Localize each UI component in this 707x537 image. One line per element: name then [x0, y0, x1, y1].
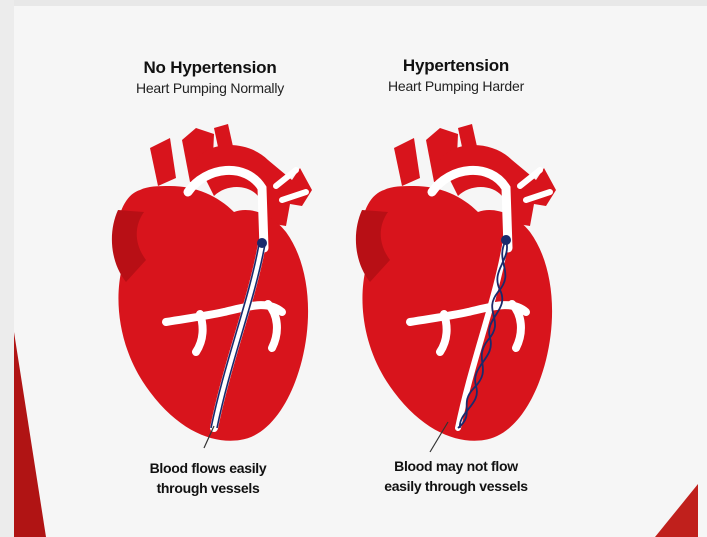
caption-normal-line1: Blood flows easily	[98, 458, 318, 478]
caption-normal-line2: through vessels	[98, 478, 318, 498]
heart-normal	[112, 124, 312, 448]
heart-hypertension	[356, 124, 556, 452]
caption-hypertension-line1: Blood may not flow	[346, 456, 566, 476]
panel-subtitle-hypertension: Heart Pumping Harder	[306, 78, 606, 94]
caption-hypertension: Blood may not flow easily through vessel…	[346, 456, 566, 496]
corner-accent-left	[14, 332, 46, 537]
panel-title-hypertension: Hypertension	[306, 56, 606, 76]
left-edge	[0, 0, 14, 537]
caption-normal: Blood flows easily through vessels	[98, 458, 318, 498]
corner-accent-right	[655, 484, 698, 537]
caption-hypertension-line2: easily through vessels	[346, 476, 566, 496]
top-edge	[0, 0, 707, 6]
